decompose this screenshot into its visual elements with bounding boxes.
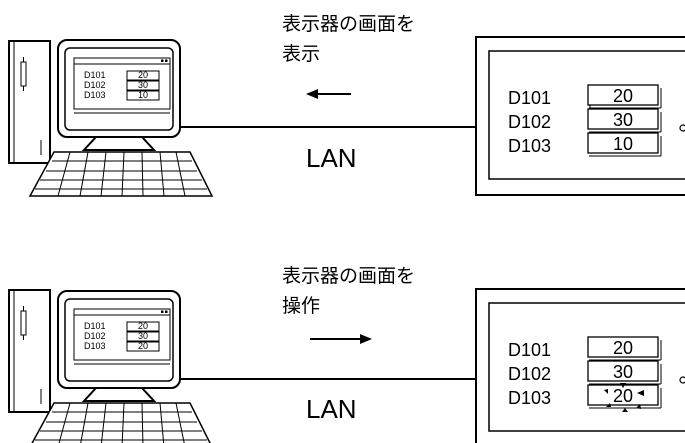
pc-screen-rows: D101 20 D102 30 D103 20: [84, 321, 160, 352]
panel-display: 表示器の画面を 表示 LAN: [8, 13, 685, 197]
gp-row-value: 20: [613, 338, 633, 358]
gp-row-addr: D103: [508, 388, 551, 408]
caption-line2: 操作: [282, 295, 320, 317]
touch-sparkle-icon: [604, 383, 644, 412]
pc-row-value: 20: [138, 321, 148, 331]
gp-row-value: 10: [613, 134, 633, 154]
gp-row-addr: D101: [508, 340, 551, 360]
pc-row-addr: D103: [84, 341, 106, 351]
pc-row-value: 20: [138, 70, 148, 80]
pc-row-value: 20: [138, 341, 148, 351]
gp-row-value: 30: [613, 362, 633, 382]
pc-monitor-icon: [57, 39, 181, 151]
pc-tower-icon: [8, 40, 51, 164]
gp-screen-rows: D101 20 D102 30 D103 20: [508, 336, 662, 412]
pc-row-addr: D103: [84, 90, 106, 100]
pc-row-addr: D101: [84, 70, 106, 80]
pc-screen-rows: D101 20 D102 30 D103 10: [84, 70, 160, 101]
lan-label: LAN: [306, 143, 357, 173]
pc-row-value: 30: [138, 80, 148, 90]
pc-monitor-icon: [57, 290, 181, 402]
gp-row-addr: D101: [508, 88, 551, 108]
gp-row-addr: D103: [508, 136, 551, 156]
caption-line2: 表示: [282, 43, 320, 65]
keyboard-icon: [31, 402, 211, 443]
pc-tower-icon: [8, 289, 51, 413]
keyboard-icon: [28, 151, 214, 197]
arrow-right-icon: [310, 334, 372, 344]
pc-row-value: 10: [138, 90, 148, 100]
lan-label: LAN: [306, 394, 357, 424]
panel-operate: 表示器の画面を 操作 LAN: [8, 265, 685, 443]
pc-row-addr: D102: [84, 331, 106, 341]
caption-line1: 表示器の画面を: [282, 13, 415, 35]
gp-screen-rows: D101 20 D102 30 D103 10: [508, 84, 662, 157]
caption-line1: 表示器の画面を: [282, 265, 415, 287]
gp-row-value: 30: [613, 110, 633, 130]
pc-row-addr: D101: [84, 321, 106, 331]
gp-row-addr: D102: [508, 112, 551, 132]
gp-row-value: 20: [613, 86, 633, 106]
pc-row-value: 30: [138, 331, 148, 341]
arrow-left-icon: [306, 89, 351, 99]
gp-row-addr: D102: [508, 364, 551, 384]
gp-row-value: 20: [613, 386, 633, 406]
pc-row-addr: D102: [84, 80, 106, 90]
